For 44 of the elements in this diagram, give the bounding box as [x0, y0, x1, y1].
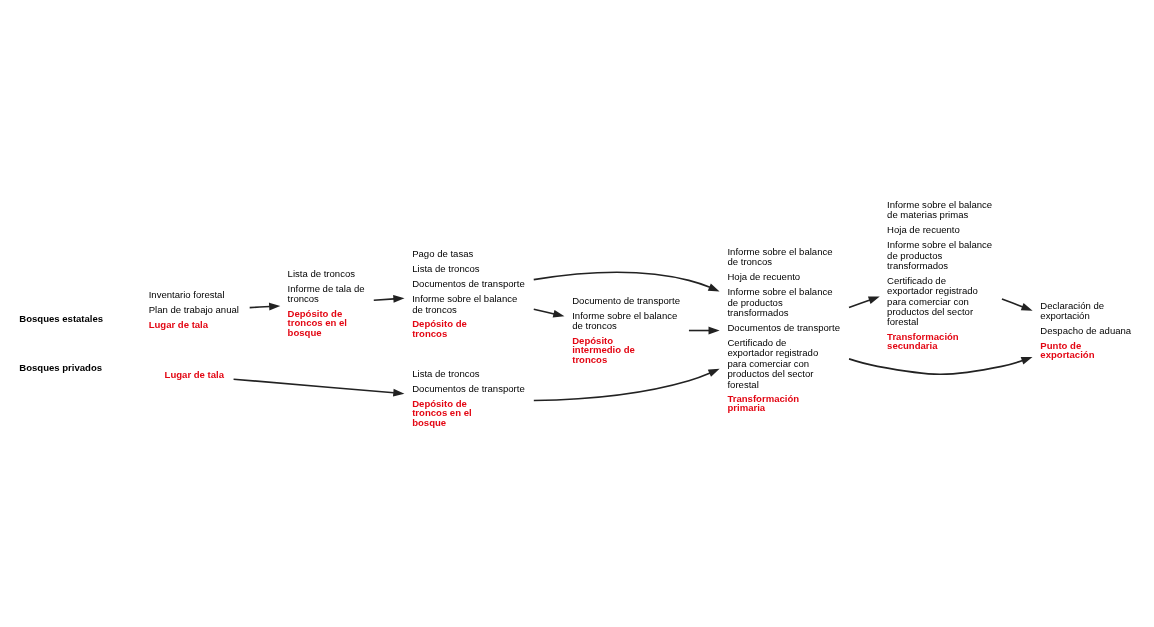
node-text: Transformación secundaria — [887, 330, 959, 351]
node-text: Depósito de troncos en el bosque — [287, 307, 348, 338]
node-label: Lista de troncos — [412, 262, 480, 274]
node-label: Declaración de exportación — [1040, 299, 1105, 321]
node-label: Hoja de recuento — [727, 270, 801, 282]
node-label: Informe sobre el balance de materias primas — [887, 198, 993, 220]
node-label: Inventario forestal — [148, 288, 225, 300]
node-text: Punto de exportación — [1040, 339, 1095, 360]
node-label: Documentos de transporte — [412, 382, 525, 394]
node-text: Lugar de tala — [164, 368, 225, 380]
node-text: Lugar de tala — [148, 318, 209, 330]
node-text: Depósito intermedio de troncos — [572, 334, 635, 365]
node-label: Informe sobre el balance de productos transformados — [727, 285, 833, 318]
arrow — [848, 356, 1033, 375]
label: Bosques estatales — [19, 312, 104, 324]
label: Bosques privados — [19, 361, 103, 373]
arrow — [532, 307, 565, 318]
node-label: Informe sobre el balance de troncos — [727, 245, 833, 267]
arrow — [232, 377, 405, 397]
arrow — [533, 368, 720, 401]
node-label: Informe sobre el balance de troncos — [412, 292, 518, 315]
node-text: Transformación primaria — [727, 392, 800, 413]
node-label: Documentos de transporte — [412, 277, 525, 289]
arrow — [532, 271, 720, 291]
arrow — [248, 302, 281, 310]
node-label: Despacho de aduana — [1040, 324, 1132, 336]
node-label: Lista de troncos — [412, 367, 480, 379]
arrow — [688, 326, 720, 334]
node-label: Certificado de exportador registrado para comerciar con productos del sector forestal — [887, 274, 978, 327]
arrow — [1001, 297, 1033, 311]
node-text: Depósito de troncos en el bosque — [412, 397, 472, 428]
node-label: Documento de transporte — [572, 294, 680, 306]
node-label: Hoja de recuento — [887, 223, 960, 235]
node-text: Depósito de troncos — [412, 317, 467, 339]
arrow — [373, 294, 405, 303]
node-label: Informe sobre el balance de productos transformados — [887, 238, 993, 271]
node-label: Informe de tala de troncos — [287, 282, 365, 304]
node-label: Lista de troncos — [287, 267, 356, 279]
node-label: Documentos de transporte — [727, 321, 840, 333]
node-label: Pago de tasas — [412, 247, 474, 259]
arrow — [848, 296, 880, 308]
node-label: Informe sobre el balance de troncos — [572, 309, 678, 331]
node-label: Plan de trabajo anual — [148, 303, 239, 315]
node-label: Certificado de exportador registrado para comerciar con productos del sector forestal — [727, 336, 819, 390]
